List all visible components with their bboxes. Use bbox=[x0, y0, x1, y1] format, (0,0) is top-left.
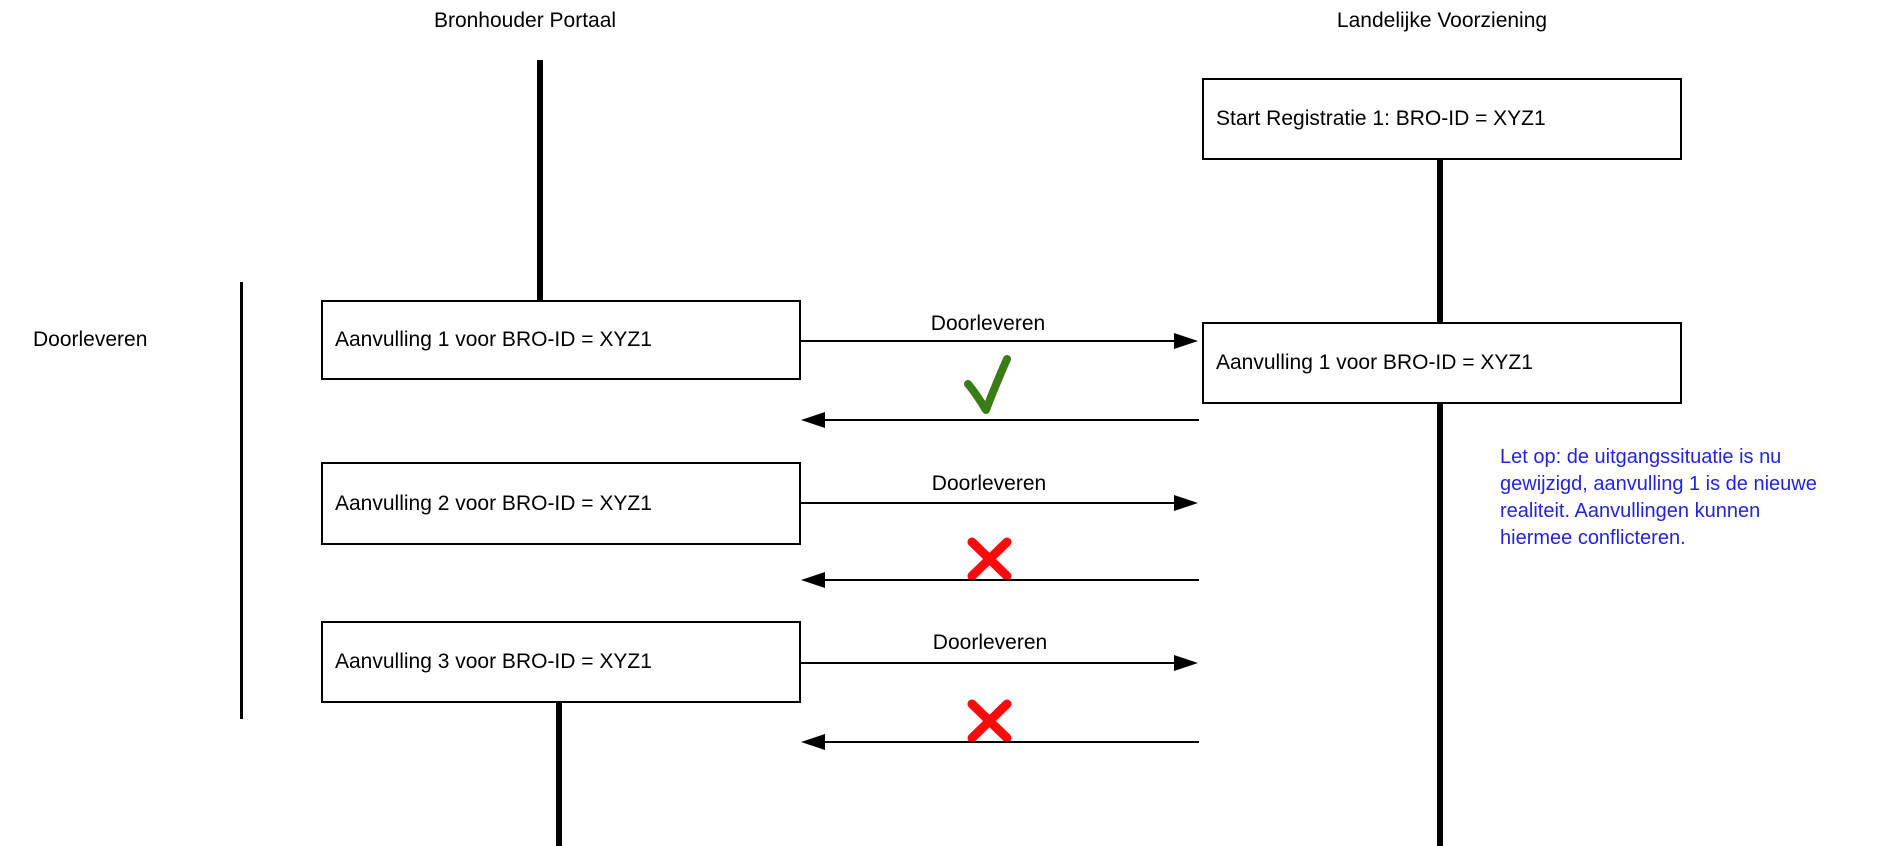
box-start-registratie: Start Registratie 1: BRO-ID = XYZ1 bbox=[1202, 78, 1682, 160]
arrow-shaft bbox=[801, 502, 1180, 504]
failure-cross-icon bbox=[966, 698, 1013, 749]
message-2-label: Doorleveren bbox=[931, 472, 1047, 495]
arrow-shaft bbox=[819, 741, 1199, 743]
note-line: gewijzigd, aanvulling 1 is de nieuwe bbox=[1500, 473, 1817, 495]
message-1-return-arrow bbox=[801, 412, 1199, 428]
actor-title-bronhouder-portaal: Bronhouder Portaal bbox=[433, 9, 617, 32]
arrowhead-left-icon bbox=[801, 412, 825, 428]
actor-title-landelijke-voorziening: Landelijke Voorziening bbox=[1336, 9, 1548, 32]
lifeline-landelijke-voorziening-upper bbox=[1437, 158, 1443, 324]
box-aanvulling-2-bronhouder: Aanvulling 2 voor BRO-ID = XYZ1 bbox=[321, 462, 801, 545]
message-3-label: Doorleveren bbox=[932, 631, 1048, 654]
arrowhead-left-icon bbox=[801, 572, 825, 588]
arrow-shaft bbox=[819, 579, 1199, 581]
message-3-return-arrow bbox=[801, 734, 1199, 750]
arrowhead-right-icon bbox=[1174, 655, 1198, 671]
message-2-return-arrow bbox=[801, 572, 1199, 588]
box-aanvulling-3-bronhouder: Aanvulling 3 voor BRO-ID = XYZ1 bbox=[321, 621, 801, 703]
box-aanvulling-1-landelijke-voorziening: Aanvulling 1 voor BRO-ID = XYZ1 bbox=[1202, 322, 1682, 404]
message-1-label: Doorleveren bbox=[930, 312, 1046, 335]
arrowhead-right-icon bbox=[1174, 495, 1198, 511]
arrowhead-left-icon bbox=[801, 734, 825, 750]
message-1-arrow bbox=[801, 333, 1198, 349]
note-line: hiermee conflicteren. bbox=[1500, 527, 1686, 549]
doorleveren-group-label: Doorleveren bbox=[33, 328, 148, 351]
lifeline-bronhouder-upper bbox=[537, 60, 543, 300]
conflict-warning-note: Let op: de uitgangssituatie is nu gewijz… bbox=[1500, 444, 1817, 552]
arrow-shaft bbox=[801, 662, 1180, 664]
failure-cross-icon bbox=[966, 536, 1013, 587]
doorleveren-group-bracket bbox=[240, 282, 243, 719]
success-check-icon bbox=[963, 353, 1011, 421]
message-3-arrow bbox=[801, 655, 1198, 671]
arrow-shaft bbox=[819, 419, 1199, 421]
lifeline-bronhouder-lower bbox=[556, 700, 562, 846]
arrowhead-right-icon bbox=[1174, 333, 1198, 349]
lifeline-landelijke-voorziening-lower bbox=[1437, 402, 1443, 846]
arrow-shaft bbox=[801, 340, 1180, 342]
message-2-arrow bbox=[801, 495, 1198, 511]
box-aanvulling-1-bronhouder: Aanvulling 1 voor BRO-ID = XYZ1 bbox=[321, 300, 801, 380]
note-line: Let op: de uitgangssituatie is nu bbox=[1500, 446, 1782, 468]
note-line: realiteit. Aanvullingen kunnen bbox=[1500, 500, 1761, 522]
